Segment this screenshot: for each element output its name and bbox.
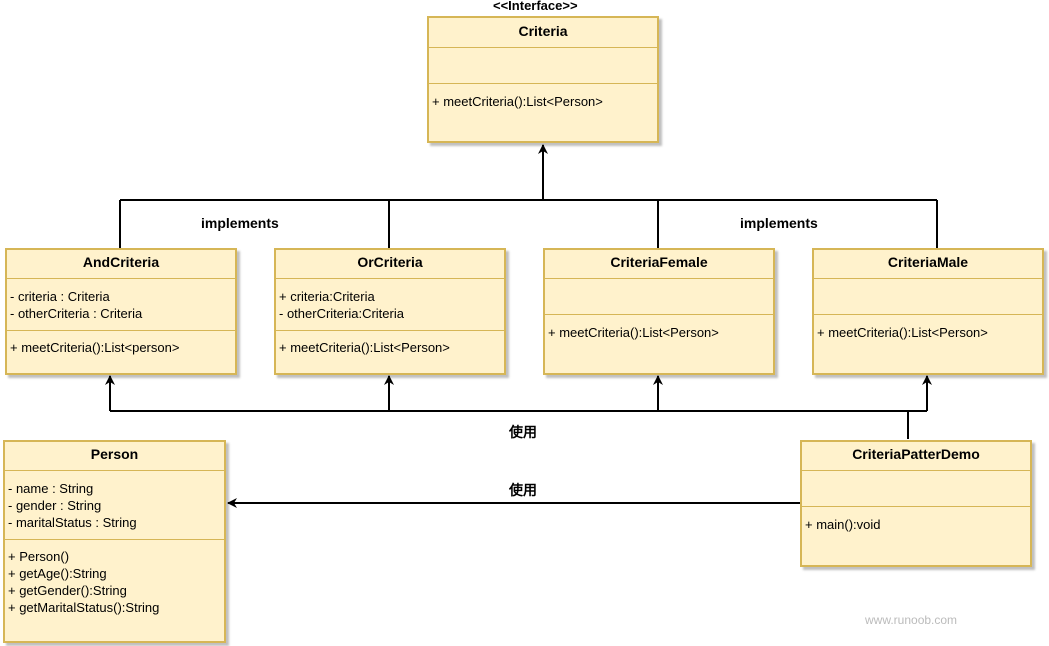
use-label-lower: 使用 xyxy=(509,482,537,498)
divider xyxy=(5,539,224,540)
interface-stereotype: <<Interface>> xyxy=(493,0,578,13)
method: + meetCriteria():List<person> xyxy=(10,340,180,355)
methods: + main():void xyxy=(805,516,1028,533)
criteria-patter-demo-box[interactable]: CriteriaPatterDemo + main():void xyxy=(800,440,1032,567)
attributes: - name : String - gender : String - mari… xyxy=(8,480,222,531)
methods: + meetCriteria():List<Person> xyxy=(817,324,1040,341)
divider xyxy=(429,83,657,84)
method: + meetCriteria():List<Person> xyxy=(432,94,603,109)
uses-criteria-connector xyxy=(105,375,932,439)
attributes: - criteria : Criteria - otherCriteria : … xyxy=(10,288,233,322)
and-criteria-box[interactable]: AndCriteria - criteria : Criteria - othe… xyxy=(5,248,237,375)
method: + meetCriteria():List<Person> xyxy=(279,340,450,355)
attribute: - maritalStatus : String xyxy=(8,515,137,530)
watermark: www.runoob.com xyxy=(865,613,958,627)
class-name: CriteriaMale xyxy=(887,254,969,270)
or-criteria-box[interactable]: OrCriteria + criteria:Criteria - otherCr… xyxy=(274,248,506,375)
method: + main():void xyxy=(805,517,881,532)
method: + getMaritalStatus():String xyxy=(8,600,160,615)
divider xyxy=(276,278,504,279)
class-name: CriteriaFemale xyxy=(610,254,708,270)
class-name: CriteriaPatterDemo xyxy=(852,446,980,462)
method: + Person() xyxy=(8,549,70,564)
attribute: - otherCriteria:Criteria xyxy=(279,306,404,321)
divider xyxy=(814,314,1042,315)
attributes: + criteria:Criteria - otherCriteria:Crit… xyxy=(279,288,502,322)
divider xyxy=(545,314,773,315)
divider xyxy=(429,47,657,48)
class-name: Person xyxy=(90,446,139,462)
attribute: - criteria : Criteria xyxy=(10,289,110,304)
person-box[interactable]: Person - name : String - gender : String… xyxy=(3,440,226,643)
attribute: - otherCriteria : Criteria xyxy=(10,306,143,321)
class-name: AndCriteria xyxy=(82,254,160,270)
divider xyxy=(276,330,504,331)
divider xyxy=(7,278,235,279)
method: + meetCriteria():List<Person> xyxy=(548,325,719,340)
implements-connector xyxy=(119,144,938,248)
criteria-interface-box[interactable]: Criteria + meetCriteria():List<Person> xyxy=(427,16,659,143)
method: + meetCriteria():List<Person> xyxy=(817,325,988,340)
divider xyxy=(814,278,1042,279)
method: + getGender():String xyxy=(8,583,127,598)
divider xyxy=(802,470,1030,471)
class-name: Criteria xyxy=(518,23,568,39)
use-label-upper: 使用 xyxy=(509,424,537,440)
methods: + meetCriteria():List<Person> xyxy=(279,339,502,356)
implements-label-right: implements xyxy=(740,215,818,231)
divider xyxy=(545,278,773,279)
divider xyxy=(5,470,224,471)
class-name: OrCriteria xyxy=(357,254,423,270)
attribute: - gender : String xyxy=(8,498,102,513)
methods: + meetCriteria():List<Person> xyxy=(548,324,771,341)
attribute: + criteria:Criteria xyxy=(279,289,375,304)
implements-label-left: implements xyxy=(201,215,279,231)
criteria-female-box[interactable]: CriteriaFemale + meetCriteria():List<Per… xyxy=(543,248,775,375)
criteria-male-box[interactable]: CriteriaMale + meetCriteria():List<Perso… xyxy=(812,248,1044,375)
methods: + meetCriteria():List<person> xyxy=(10,339,233,356)
divider xyxy=(7,330,235,331)
attribute: - name : String xyxy=(8,481,94,496)
methods: + Person() + getAge():String + getGender… xyxy=(8,548,222,616)
method: + getAge():String xyxy=(8,566,107,581)
divider xyxy=(802,506,1030,507)
methods: + meetCriteria():List<Person> xyxy=(432,93,655,110)
